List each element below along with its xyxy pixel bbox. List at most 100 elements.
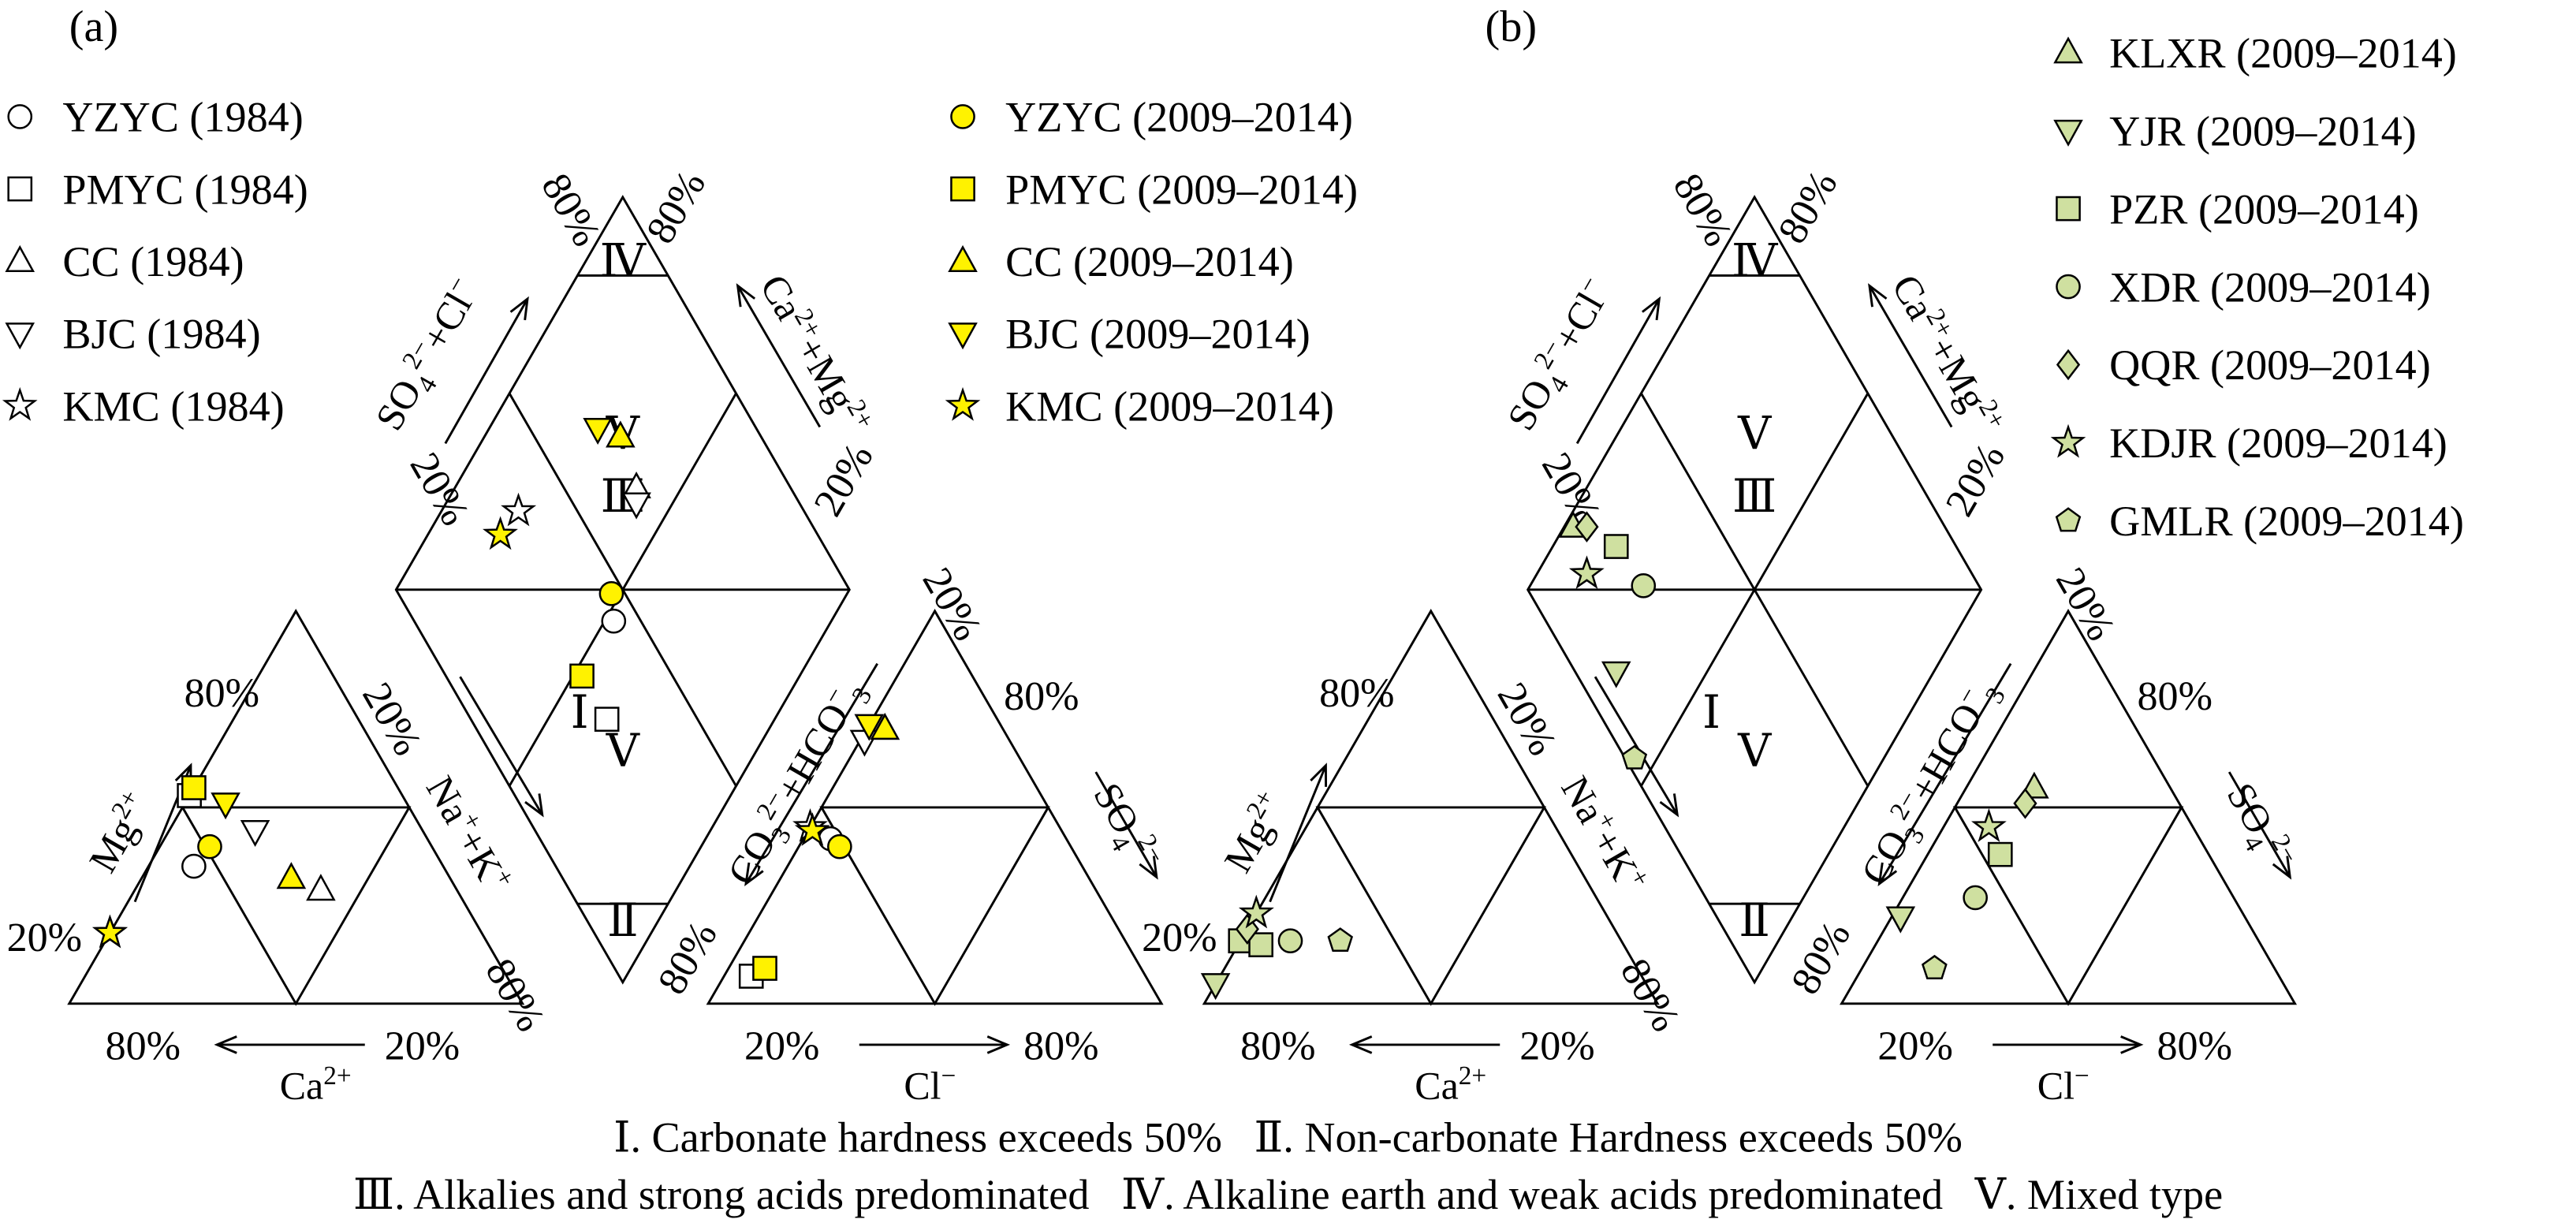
camg-axis-arrow-head xyxy=(1868,283,1888,308)
series-yjr-cation-point xyxy=(1200,973,1231,1001)
legend-item-klxr-2009-marker xyxy=(2053,36,2083,64)
mg-axis-arrow-head xyxy=(1310,763,1328,787)
legend-item-kmc-1984-label: KMC (1984) xyxy=(62,382,284,430)
legend-item-kmc-2009-marker xyxy=(945,386,981,421)
axis-label-so4: SO42− xyxy=(2212,774,2304,881)
legend-item-xdr-2009: XDR (2009–2014) xyxy=(2056,263,2431,311)
tick-label-20pct: 20% xyxy=(914,561,990,648)
legend-item-pzr-2009-marker xyxy=(2056,196,2081,222)
axis-label-mg: Mg2+ xyxy=(1213,785,1295,879)
anion-50pct-lines xyxy=(819,806,1050,1006)
legend-item-klxr-2009-label: KLXR (2009–2014) xyxy=(2109,29,2457,76)
legend-item-yjr-2009-marker xyxy=(2053,119,2083,147)
legend-item-bjc-2009-label: BJC (2009–2014) xyxy=(1005,311,1310,358)
figure-root: (a) (b) ⅠⅡⅢⅤⅤⅣ80%20%80%20%Ca2+Mg2+20%Na+… xyxy=(2,2,2464,1218)
so4cl-axis-arrow-head xyxy=(1642,296,1661,321)
axis-label-cl: Cl− xyxy=(904,1061,956,1108)
nak-axis-arrow xyxy=(459,676,543,815)
series-kdjr-anion-point xyxy=(1971,808,2007,842)
tick-label-80pct: 80% xyxy=(106,1024,181,1069)
tick-label-20pct: 20% xyxy=(806,436,882,524)
legend-item-kmc-1984-marker xyxy=(2,386,38,421)
tick-label-80pct: 80% xyxy=(650,914,726,1001)
footnote-line-2: Ⅲ. Alkalies and strong acids predominate… xyxy=(353,1171,2223,1218)
mg-axis-arrow xyxy=(1269,765,1327,903)
cation-50pct-lines xyxy=(1315,806,1547,1006)
tick-label-20pct: 20% xyxy=(1142,915,1217,960)
series-xdr-diamond-point xyxy=(1631,573,1657,598)
legend-item-cc-2009: CC (2009–2014) xyxy=(948,238,1294,285)
legend-item-cc-2009-marker xyxy=(948,244,978,272)
series-kmc-diamond-point xyxy=(483,516,518,550)
zone-label-IV: Ⅳ xyxy=(1732,235,1779,286)
axis-label-cl-part: Cl xyxy=(904,1064,941,1108)
legend-item-gmlr-2009: GMLR (2009–2014) xyxy=(2055,498,2464,545)
legend-item-yzyc-2009: YZYC (2009–2014) xyxy=(950,94,1353,141)
series-bjc-diamond-point xyxy=(621,492,651,520)
tick-label-80pct: 80% xyxy=(1004,674,1079,719)
axis-label-so4-part: 2− xyxy=(2265,830,2305,868)
series-qqr-anion-point xyxy=(2013,788,2037,819)
axis-label-ca-part: Ca xyxy=(280,1064,324,1108)
axis-label-co3hco3-part: 3 xyxy=(1980,683,2011,709)
tick-label-20pct: 20% xyxy=(401,446,478,533)
so4-axis-arrow-head xyxy=(1139,856,1158,880)
series-cc-cation-point xyxy=(276,862,307,889)
legend-item-qqr-2009: QQR (2009–2014) xyxy=(2056,341,2431,389)
nak-axis-arrow xyxy=(1594,676,1679,815)
legend-item-kdjr-2009-label: KDJR (2009–2014) xyxy=(2109,419,2447,467)
axis-label-so4-part: 2− xyxy=(1131,830,1171,868)
legend-item-pmyc-1984: PMYC (1984) xyxy=(7,166,308,213)
legend-item-cc-2009-label: CC (2009–2014) xyxy=(1005,238,1294,285)
zone-label-V: Ⅴ xyxy=(1737,408,1772,459)
nak-axis-arrow-head xyxy=(524,793,544,818)
camg-axis-arrow xyxy=(736,285,822,428)
series-gmlr-anion-point xyxy=(1921,954,1948,980)
zone-label-V: Ⅴ xyxy=(606,725,640,777)
axis-label-so4cl: SO42−+Cl− xyxy=(365,270,494,441)
zone-label-I: Ⅰ xyxy=(571,687,589,738)
tick-label-20pct: 20% xyxy=(1519,1024,1594,1069)
series-kdjr-cation-point xyxy=(1238,894,1274,929)
camg-axis-arrow xyxy=(1868,285,1953,428)
series-pmyc-diamond-point xyxy=(569,663,595,689)
tick-label-20pct: 20% xyxy=(7,915,82,960)
so4-axis-arrow-head xyxy=(2272,856,2292,880)
series-bjc-anion-point xyxy=(854,714,885,741)
axis-label-ca: Ca2+ xyxy=(1415,1061,1486,1108)
legend-item-kmc-2009: KMC (2009–2014) xyxy=(945,382,1334,430)
series-cc-diamond-point xyxy=(606,420,636,448)
ca-axis-arrow-head xyxy=(1348,1035,1373,1054)
cation-50pct-lines xyxy=(180,806,412,1006)
so4-axis-arrow xyxy=(2227,771,2291,878)
series-xdr-cation-point xyxy=(1277,928,1303,954)
legend-item-cc-1984-marker xyxy=(5,244,35,272)
axis-label-cl-part: − xyxy=(2075,1061,2090,1091)
co3hco3-axis-arrow xyxy=(1878,662,2012,885)
legend-item-yzyc-1984: YZYC (1984) xyxy=(7,94,304,141)
legend-item-yjr-2009-label: YJR (2009–2014) xyxy=(2109,107,2417,155)
legend-item-klxr-2009: KLXR (2009–2014) xyxy=(2053,29,2457,76)
nak-axis-arrow-head xyxy=(1659,793,1679,818)
series-pzr-anion-point xyxy=(1987,841,2013,867)
tick-label-20pct: 20% xyxy=(1489,676,1565,763)
legend-item-pzr-2009: PZR (2009–2014) xyxy=(2056,185,2419,233)
axis-label-nak: Na++K+ xyxy=(418,767,521,900)
legend-item-kdjr-2009-marker xyxy=(2050,423,2086,458)
legend-panel-b: KLXR (2009–2014) YJR (2009–2014) PZR (2009… xyxy=(2050,29,2464,545)
axis-label-cl-part: − xyxy=(941,1061,956,1091)
legend-item-gmlr-2009-label: GMLR (2009–2014) xyxy=(2109,498,2464,545)
axis-label-mg: Mg2+ xyxy=(78,785,159,879)
legend-item-yzyc-1984-label: YZYC (1984) xyxy=(62,94,303,141)
legend-item-yzyc-2009-label: YZYC (2009–2014) xyxy=(1005,94,1353,141)
so4-axis-arrow xyxy=(1094,771,1158,878)
zone-label-II: Ⅱ xyxy=(1739,895,1770,946)
tick-label-80pct: 80% xyxy=(1783,914,1859,1001)
zone-label-II: Ⅱ xyxy=(607,895,639,946)
tick-label-80pct: 80% xyxy=(1319,671,1394,716)
legend-item-kmc-1984: KMC (1984) xyxy=(2,382,285,430)
axis-label-camg: Ca2++Mg2+ xyxy=(1884,266,2012,442)
axis-label-so4: SO42− xyxy=(1079,774,1171,881)
